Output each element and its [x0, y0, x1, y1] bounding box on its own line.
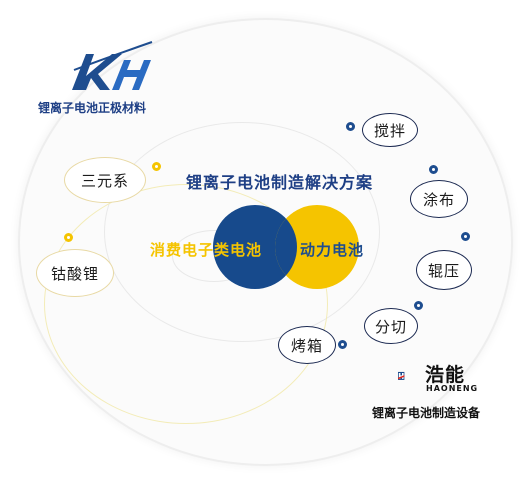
process-bubble: 烤箱 [278, 326, 336, 364]
power-battery-label: 动力电池 [300, 241, 365, 259]
diagram-title: 锂离子电池制造解决方案 [186, 173, 374, 192]
process-label: 搅拌 [373, 121, 406, 140]
process-label: 涂布 [422, 190, 455, 209]
yellow-ring [44, 184, 328, 424]
process-bubble: 搅拌 [362, 113, 418, 147]
process-dot [461, 232, 470, 241]
kh-caption: 锂离子电池正极材料 [38, 101, 147, 115]
haoneng-caption: 锂离子电池制造设备 [372, 406, 481, 420]
material-label: 三元系 [80, 171, 129, 190]
material-dot [152, 162, 161, 171]
process-dot [414, 301, 423, 310]
kh-logo-icon [72, 41, 153, 90]
haoneng-name-en: HAONENG [426, 384, 479, 393]
process-label: 辊压 [427, 261, 460, 280]
material-bubble: 三元系 [64, 157, 146, 203]
process-label: 分切 [374, 317, 407, 336]
material-bubble: 钴酸锂 [36, 249, 114, 297]
process-label: 烤箱 [290, 336, 323, 355]
material-label: 钴酸锂 [50, 264, 99, 283]
process-dot [346, 122, 355, 131]
process-bubble: 分切 [364, 308, 418, 344]
consumer-battery-label: 消费电子类电池 [150, 241, 263, 259]
material-dot [64, 233, 73, 242]
process-bubble: 辊压 [416, 250, 472, 290]
haoneng-logo-icon [398, 371, 405, 380]
haoneng-name: 浩能 [425, 364, 466, 386]
process-bubble: 涂布 [410, 180, 468, 218]
process-dot [429, 165, 438, 174]
process-dot [338, 340, 347, 349]
